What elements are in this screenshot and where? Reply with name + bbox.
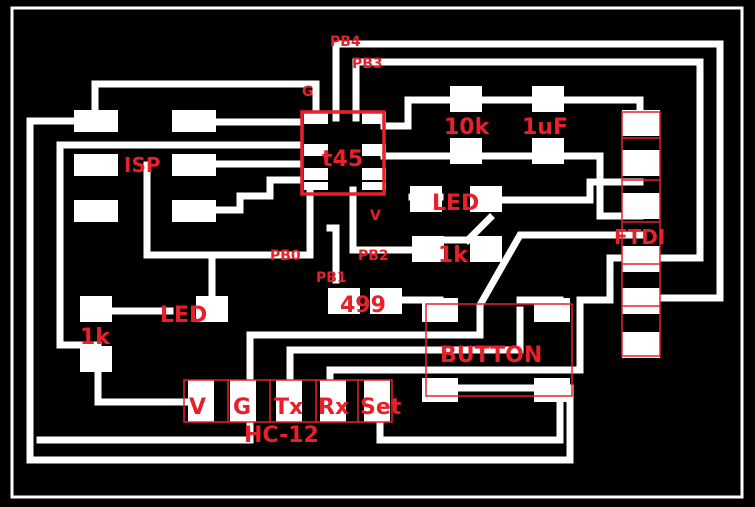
label-1k-left: 1k (80, 325, 111, 350)
label-isp: ISP (124, 153, 161, 177)
label-pb4: PB4 (330, 34, 361, 50)
label-pb1: PB1 (316, 270, 347, 286)
label-t45: t45 (322, 147, 363, 172)
label-499: 499 (340, 293, 386, 318)
board-outline (10, 6, 744, 499)
label-hc12-set: Set (360, 395, 402, 420)
label-led-top: LED (432, 191, 479, 216)
label-hc12-g: G (233, 395, 251, 420)
led-resistor-pads-mid (410, 186, 502, 262)
left-led-resistor-pads (80, 296, 228, 372)
button-pads (422, 298, 570, 402)
passive-pads-top (450, 86, 564, 164)
label-g: G (302, 84, 314, 100)
label-button: BUTTON (440, 343, 542, 368)
ftdi-header-pads (622, 110, 660, 358)
attiny45-pads (304, 112, 386, 190)
hc12-pads (188, 380, 390, 422)
label-pb0: PB0 (270, 248, 301, 264)
label-1uf: 1uF (522, 115, 568, 140)
label-hc12-v: V (189, 395, 206, 420)
label-10k: 10k (444, 115, 491, 140)
label-hc12: HC-12 (244, 423, 319, 448)
label-1k-top: 1k (438, 243, 469, 268)
r499-pads (328, 288, 402, 314)
label-v-pin: V (370, 208, 381, 224)
isp-header-pads (74, 110, 216, 222)
label-pb3: PB3 (352, 56, 383, 72)
label-hc12-tx: Tx (274, 395, 303, 420)
label-pb2: PB2 (358, 248, 389, 264)
label-hc12-rx: Rx (318, 395, 349, 420)
annotation-outlines (183, 110, 661, 423)
label-ftdi: FTDI (614, 225, 665, 249)
label-led-left: LED (160, 303, 207, 328)
